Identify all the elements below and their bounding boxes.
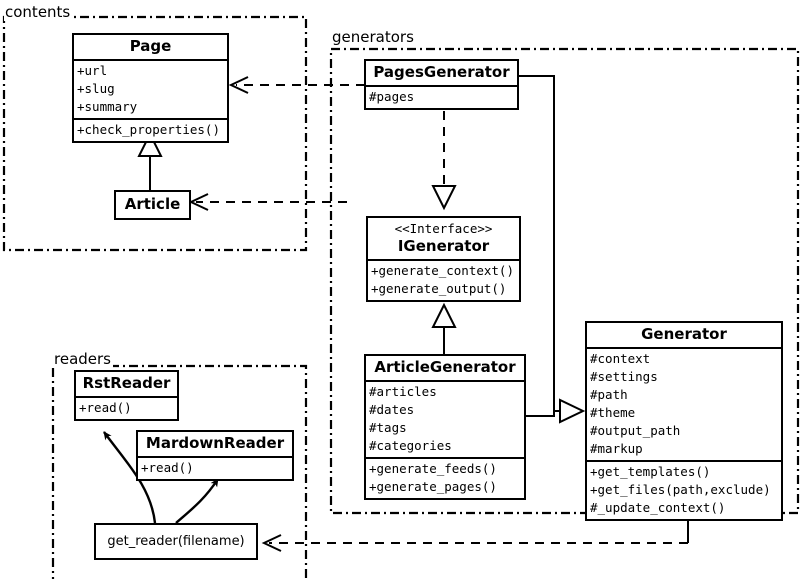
class-member: #pages — [369, 89, 415, 105]
class-member: #markup — [590, 441, 643, 457]
class-name-generator: Generator — [641, 325, 727, 343]
class-methods-rstreader: +read() — [76, 396, 177, 419]
class-member: #context — [590, 351, 651, 367]
package-label-contents: contents — [4, 3, 73, 21]
class-methods-page: +check_properties() — [74, 118, 227, 141]
class-methods-mardownreader: +read() — [138, 456, 292, 479]
class-member: +get_files(path,exclude) — [590, 482, 771, 498]
relationship-articlegenerator-depends-article — [188, 193, 347, 211]
class-attributes-pagesgenerator: #pages — [366, 85, 517, 108]
class-box-pagesgenerator[interactable]: PagesGenerator #pages — [364, 59, 519, 111]
relationship-articlegenerator-inherits-generator — [526, 411, 555, 417]
class-member: #path — [590, 387, 628, 403]
class-member: #dates — [369, 402, 415, 418]
class-member: #categories — [369, 438, 452, 454]
class-name-igenerator: <<Interface>> IGenerator — [368, 218, 519, 259]
class-box-igenerator[interactable]: <<Interface>> IGenerator +generate_conte… — [366, 216, 521, 302]
function-box-get-reader[interactable]: get_reader(filename) — [94, 523, 258, 560]
class-methods-articlegenerator: +generate_feeds() +generate_pages() — [366, 457, 524, 498]
class-member: +slug — [77, 81, 115, 97]
class-attributes-articlegenerator: #articles #dates #tags #categories — [366, 380, 524, 457]
class-member: +get_templates() — [590, 464, 711, 480]
class-box-rstreader[interactable]: RstReader +read() — [74, 370, 179, 422]
class-member: #articles — [369, 384, 437, 400]
generator-inheritance-arrowhead — [559, 398, 586, 424]
class-name-pagesgenerator: PagesGenerator — [373, 63, 510, 81]
relationship-getreader-creates-mardownreader — [175, 478, 219, 524]
class-member: +url — [77, 63, 108, 79]
class-methods-igenerator: +generate_context() +generate_output() — [368, 258, 519, 300]
class-member: #_update_context() — [590, 500, 726, 516]
class-name-article: Article — [124, 195, 181, 213]
class-member: +generate_feeds() — [369, 461, 497, 477]
class-member: #settings — [590, 369, 658, 385]
class-stereotype-igenerator: <<Interface>> — [394, 221, 493, 236]
class-box-article[interactable]: Article — [114, 190, 191, 221]
relationship-pagesgenerator-realizes-igenerator — [431, 111, 457, 211]
class-name-label: IGenerator — [397, 236, 490, 255]
class-box-mardownreader[interactable]: MardownReader +read() — [136, 430, 294, 482]
class-name-articlegenerator: ArticleGenerator — [374, 358, 516, 376]
relationship-pagesgenerator-depends-page — [228, 76, 365, 94]
package-label-readers: readers — [53, 350, 113, 368]
class-member: #tags — [369, 420, 407, 436]
class-name-rstreader: RstReader — [82, 374, 171, 392]
class-member: +summary — [77, 99, 138, 115]
class-member: +read() — [79, 400, 132, 416]
class-box-articlegenerator[interactable]: ArticleGenerator #articles #dates #tags … — [364, 354, 526, 501]
class-box-generator[interactable]: Generator #context #settings #path #them… — [585, 321, 783, 522]
relationship-articlegenerator-inherits-igenerator — [431, 302, 457, 354]
class-attributes-page: +url +slug +summary — [74, 59, 227, 118]
class-methods-generator: +get_templates() +get_files(path,exclude… — [587, 460, 781, 519]
class-member: #theme — [590, 405, 636, 421]
class-name-page: Page — [129, 37, 172, 55]
class-member: +generate_context() — [371, 262, 514, 278]
function-label: get_reader(filename) — [107, 534, 245, 549]
class-member: +generate_output() — [371, 280, 507, 296]
class-member: +read() — [141, 460, 194, 476]
package-label-generators: generators — [331, 28, 416, 46]
class-box-page[interactable]: Page +url +slug +summary +check_properti… — [72, 33, 229, 144]
class-member: #output_path — [590, 423, 681, 439]
class-member: +generate_pages() — [369, 479, 497, 495]
class-name-mardownreader: MardownReader — [145, 434, 285, 452]
class-attributes-generator: #context #settings #path #theme #output_… — [587, 347, 781, 460]
class-member: +check_properties() — [77, 122, 220, 138]
